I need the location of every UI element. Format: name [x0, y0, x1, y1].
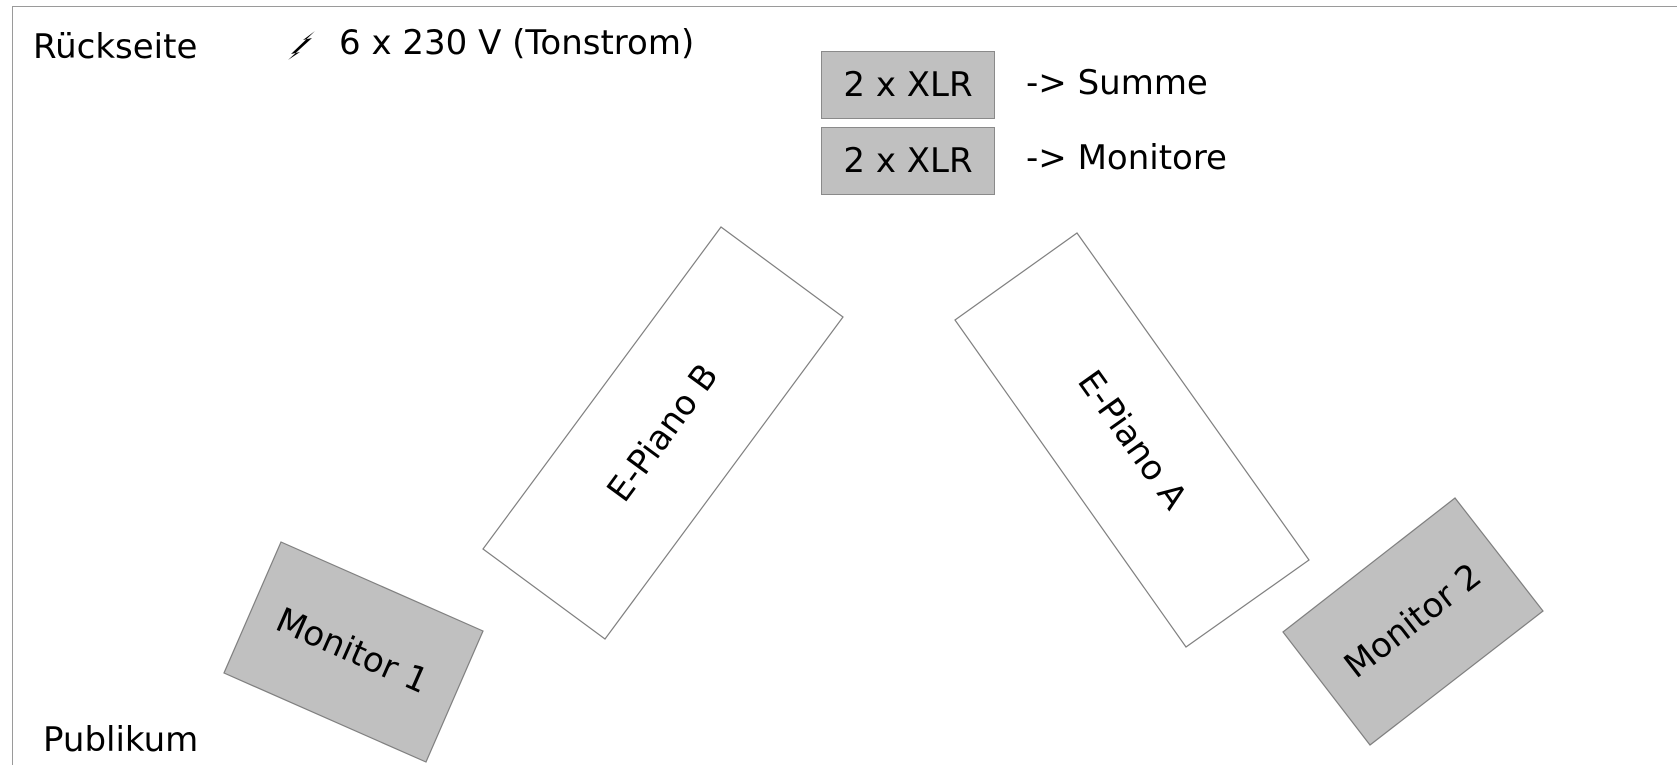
lightning-bolt-icon	[288, 31, 315, 60]
xlr-box-monitore: 2 x XLR	[821, 127, 995, 195]
monitor-2: Monitor 2	[1282, 497, 1544, 746]
e-piano-a: E-Piano A	[954, 232, 1310, 648]
xlr-box-summe: 2 x XLR	[821, 51, 995, 119]
xlr-target-monitore: -> Monitore	[1026, 138, 1227, 178]
back-label: Rückseite	[33, 27, 198, 67]
monitor-1: Monitor 1	[223, 541, 484, 763]
e-piano-b: E-Piano B	[482, 226, 844, 640]
stage-border	[12, 6, 1677, 765]
audience-label: Publikum	[43, 720, 199, 760]
xlr-target-summe: -> Summe	[1026, 63, 1208, 103]
power-label: 6 x 230 V (Tonstrom)	[339, 23, 695, 63]
